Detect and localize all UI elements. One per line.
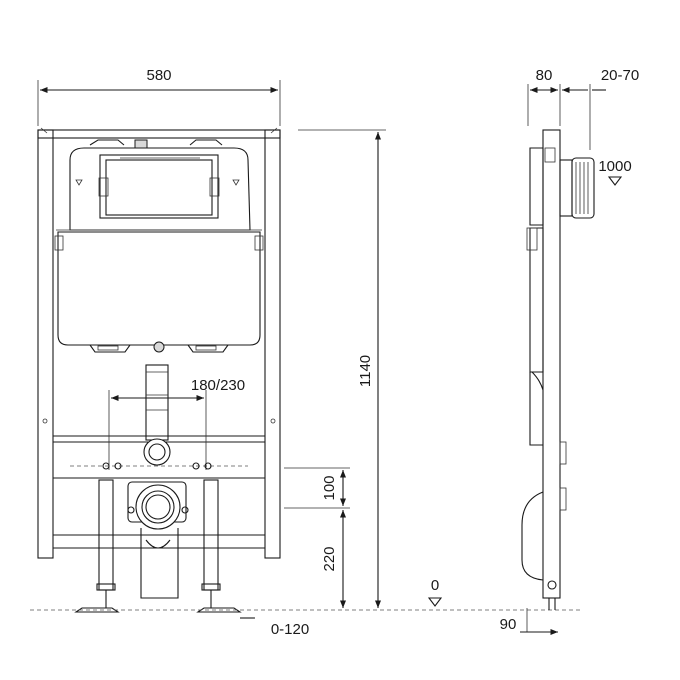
depth-label: 80 (536, 67, 553, 84)
height-label: 1140 (357, 355, 374, 387)
inlet-offset-label: 100 (321, 475, 338, 500)
button-height-marker: 1000 (598, 158, 632, 186)
foot-depth-dimension: 90 (500, 616, 558, 636)
side-frame (521, 129, 567, 632)
side-view: 80 20-70 (500, 67, 639, 636)
wall-adjust-dimension: 20-70 (562, 67, 639, 150)
height-dimension: 1140 (298, 129, 386, 608)
width-dimension: 580 (37, 67, 281, 126)
drain-connection (127, 481, 189, 599)
inlet-offset-dimension: 100 (284, 467, 350, 509)
frame (37, 127, 281, 559)
flush-pipe (143, 364, 171, 466)
width-label: 580 (146, 67, 171, 84)
depth-dimension: 80 (527, 67, 561, 126)
inlet-height-label: 220 (321, 546, 338, 571)
front-view: 580 (30, 67, 580, 638)
flush-distance-dimension: 180/230 (108, 377, 245, 470)
inlet-height-dimension: 220 (321, 510, 347, 608)
floor-label: 0 (431, 577, 439, 594)
foot-depth-label: 90 (500, 616, 517, 633)
frame-feet (74, 479, 242, 613)
floor-level-marker: 0 (427, 577, 443, 607)
stud-bolts (102, 462, 212, 470)
button-height-label: 1000 (598, 158, 631, 175)
wall-adjust-label: 20-70 (601, 67, 639, 84)
actuator-ring (559, 157, 595, 219)
cistern (54, 139, 264, 353)
feet-adjust-dimension: 0-120 (240, 617, 309, 638)
flush-distance-label: 180/230 (191, 377, 245, 394)
feet-adjust-label: 0-120 (271, 621, 309, 638)
